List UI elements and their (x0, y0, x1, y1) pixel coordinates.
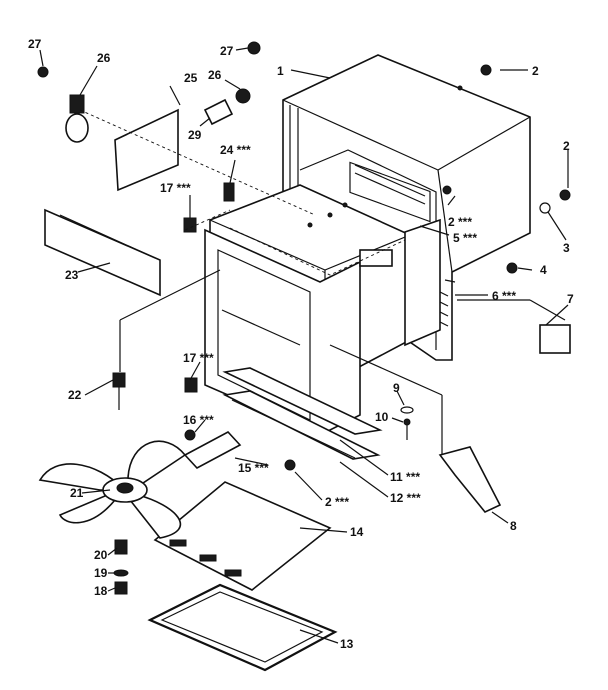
rail-assembly (222, 367, 383, 460)
callout-3: 3 (563, 241, 570, 255)
callout-19: 19 (94, 566, 108, 580)
callout-2d: 2 *** (325, 495, 349, 509)
callout-labels: 1 2 2 2 *** 2 *** 3 4 5 *** 6 *** 7 8 9 … (28, 37, 574, 651)
callout-12: 12 *** (390, 491, 421, 505)
callout-21: 21 (70, 486, 84, 500)
callout-2b: 2 (563, 139, 570, 153)
glass-tray (153, 481, 332, 591)
callout-25: 25 (184, 71, 198, 85)
callout-17b: 17 *** (183, 351, 214, 365)
oven-cavity (204, 184, 441, 436)
stirrer-fan (38, 440, 187, 539)
callout-27a: 27 (28, 37, 42, 51)
callout-22: 22 (68, 388, 82, 402)
callout-16: 16 *** (183, 413, 214, 427)
callout-4: 4 (540, 263, 547, 277)
callout-7: 7 (567, 292, 574, 306)
callout-15: 15 *** (238, 461, 269, 475)
tray-frame (147, 583, 338, 672)
callout-14: 14 (350, 525, 364, 539)
callout-29: 29 (188, 128, 202, 142)
callout-2a: 2 (532, 64, 539, 78)
small-parts (37, 41, 571, 595)
callout-17a: 17 *** (160, 181, 191, 195)
callout-1: 1 (277, 64, 284, 78)
callout-13: 13 (340, 637, 354, 651)
callout-27b: 27 (220, 44, 234, 58)
callout-5: 5 *** (453, 231, 477, 245)
callout-6: 6 *** (492, 289, 516, 303)
callout-26a: 26 (97, 51, 111, 65)
callout-2c: 2 *** (448, 215, 472, 229)
callout-26b: 26 (208, 68, 222, 82)
callout-11: 11 *** (390, 470, 420, 484)
callout-20: 20 (94, 548, 108, 562)
callout-18: 18 (94, 584, 108, 598)
callout-10: 10 (375, 410, 389, 424)
leader-lines (39, 47, 569, 644)
callout-9: 9 (393, 381, 400, 395)
callout-8: 8 (510, 519, 517, 533)
callout-24: 24 *** (220, 143, 251, 157)
callout-23: 23 (65, 268, 79, 282)
